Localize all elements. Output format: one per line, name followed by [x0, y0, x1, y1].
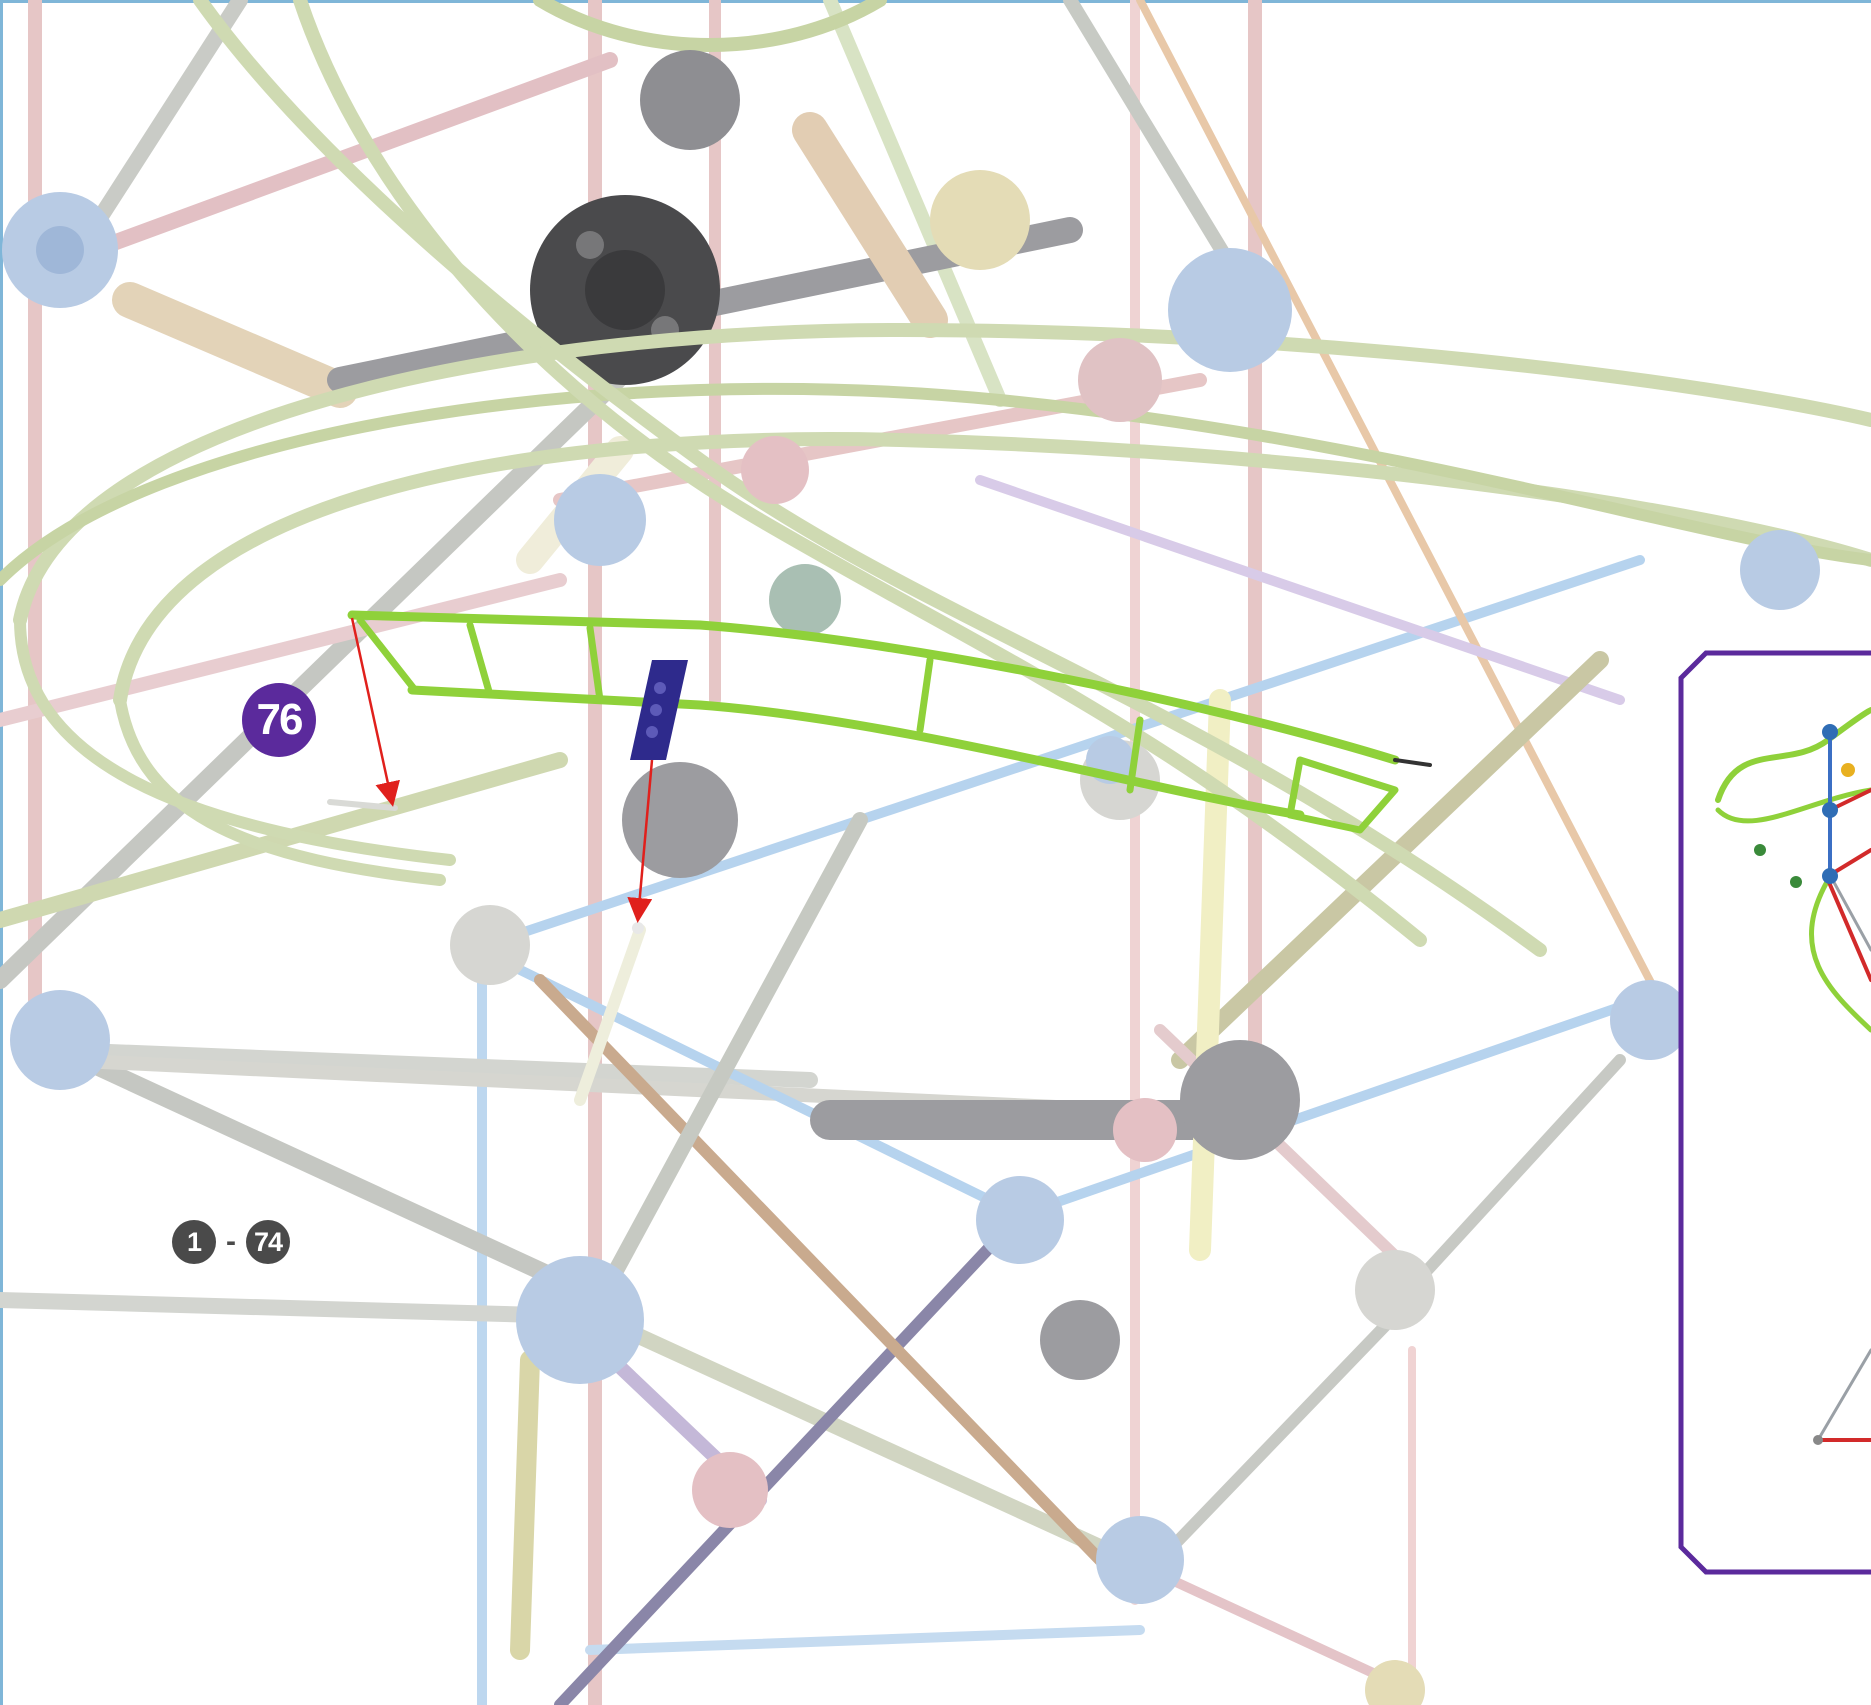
new-track-segment [347, 610, 1432, 834]
previous-steps-dash: - [226, 1225, 236, 1258]
new-connector-part [630, 660, 688, 760]
previous-steps-end: 74 [253, 1226, 283, 1257]
step-number: 76 [256, 695, 304, 744]
step-number-badge: 76 [242, 683, 316, 757]
coaster-track [0, 0, 1871, 957]
page-frame-left [0, 0, 3, 1705]
target-rods [327, 799, 646, 1106]
placement-arrows [350, 617, 654, 923]
overview-thumbnail-icon [1678, 650, 1871, 1575]
gray-gear [530, 195, 720, 385]
previous-steps-end-badge: 74 [246, 1220, 290, 1264]
frame-struts [0, 0, 1664, 1705]
previous-steps-indicator: 1 - 74 [172, 1220, 290, 1264]
connector-hubs [2, 50, 1820, 1705]
page-frame-top [0, 0, 1871, 3]
previous-steps-start-badge: 1 [172, 1220, 216, 1264]
previous-steps-start: 1 [186, 1226, 202, 1257]
